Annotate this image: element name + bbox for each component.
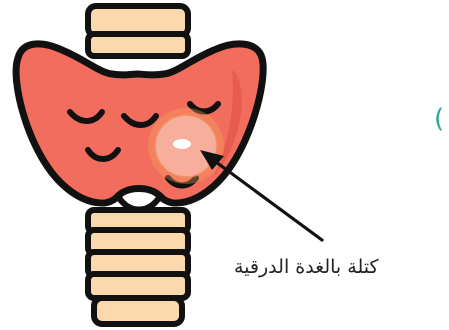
nodule-icon: [148, 108, 224, 184]
nodule-label: كتلة بالغدة الدرقية: [234, 256, 444, 278]
thyroid-gland-icon: [16, 44, 263, 210]
edge-bracket-glyph: (: [434, 106, 444, 132]
pointer-arrow-icon: [200, 150, 322, 240]
